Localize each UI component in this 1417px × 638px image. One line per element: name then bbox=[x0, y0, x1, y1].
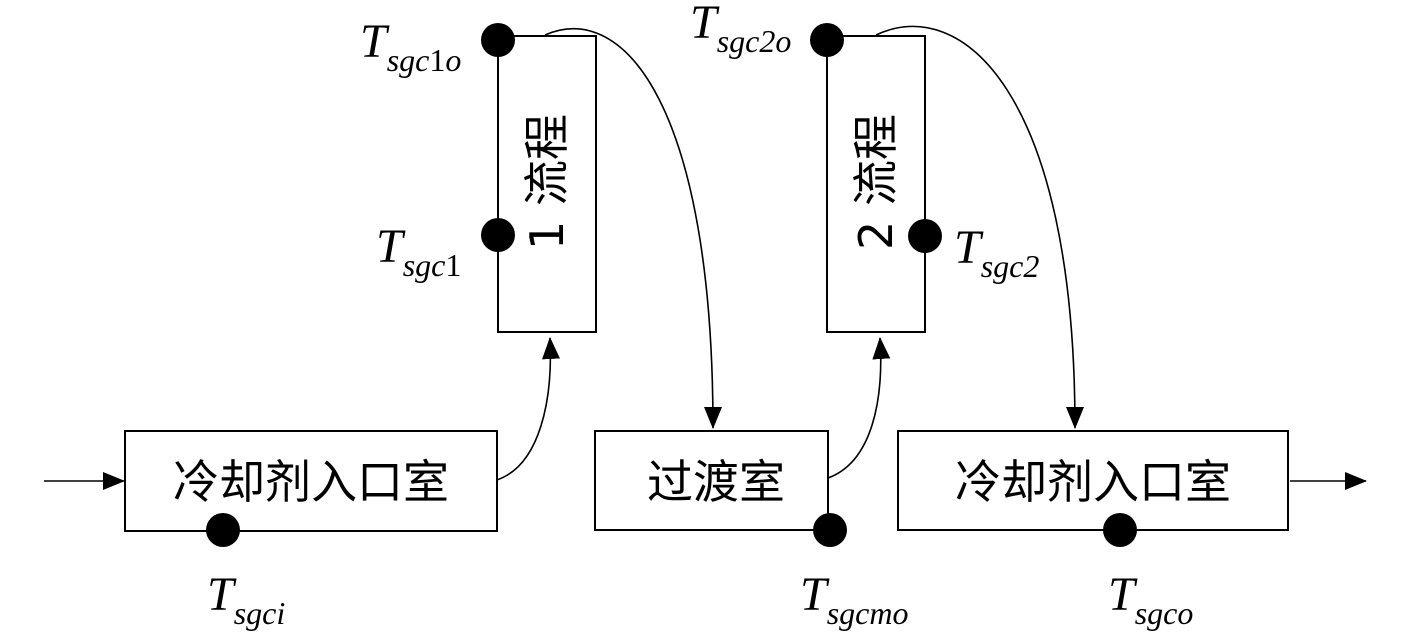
sensor-label-sgcmo: Tsgcmo bbox=[800, 568, 908, 631]
sensor-label-sgc1o: Tsgc1o bbox=[360, 15, 461, 78]
connector-pass2-to-outlet bbox=[875, 25, 1084, 429]
transition-chamber-label: 过渡室 bbox=[647, 455, 785, 509]
sensor-dot-sgc2o bbox=[810, 23, 844, 57]
transition-chamber-box bbox=[594, 430, 829, 531]
sensor-label-sgco: Tsgco bbox=[1108, 568, 1193, 631]
sensor-label-sgc2: Tsgc2 bbox=[954, 221, 1039, 284]
sensor-dot-sgc1o bbox=[481, 23, 515, 57]
pass2-box bbox=[826, 35, 926, 333]
pass1-box bbox=[497, 35, 597, 333]
outlet-chamber-box bbox=[897, 430, 1289, 531]
connector-pass1-to-transition bbox=[544, 27, 722, 429]
sensor-dot-sgci bbox=[206, 513, 240, 547]
sensor-label-sgc1: Tsgc1 bbox=[376, 220, 461, 283]
connector-transition-to-pass2 bbox=[827, 337, 891, 479]
sensor-label-sgci: Tsgci bbox=[207, 568, 285, 631]
sensor-dot-sgc2 bbox=[908, 219, 942, 253]
inlet-chamber-label: 冷却剂入口室 bbox=[173, 455, 449, 509]
sensor-dot-sgco bbox=[1103, 513, 1137, 547]
sensor-label-sgc2o: Tsgc2o bbox=[690, 0, 791, 59]
inlet-chamber-box bbox=[124, 430, 498, 532]
connector-inlet-to-pass1 bbox=[496, 337, 560, 481]
pass1-label: 1 流程 bbox=[520, 114, 574, 250]
pass2-label: 2 流程 bbox=[849, 114, 903, 250]
sensor-dot-sgcmo bbox=[813, 513, 847, 547]
sensor-dot-sgc1 bbox=[481, 218, 515, 252]
outlet-chamber-label: 冷却剂入口室 bbox=[955, 455, 1231, 509]
